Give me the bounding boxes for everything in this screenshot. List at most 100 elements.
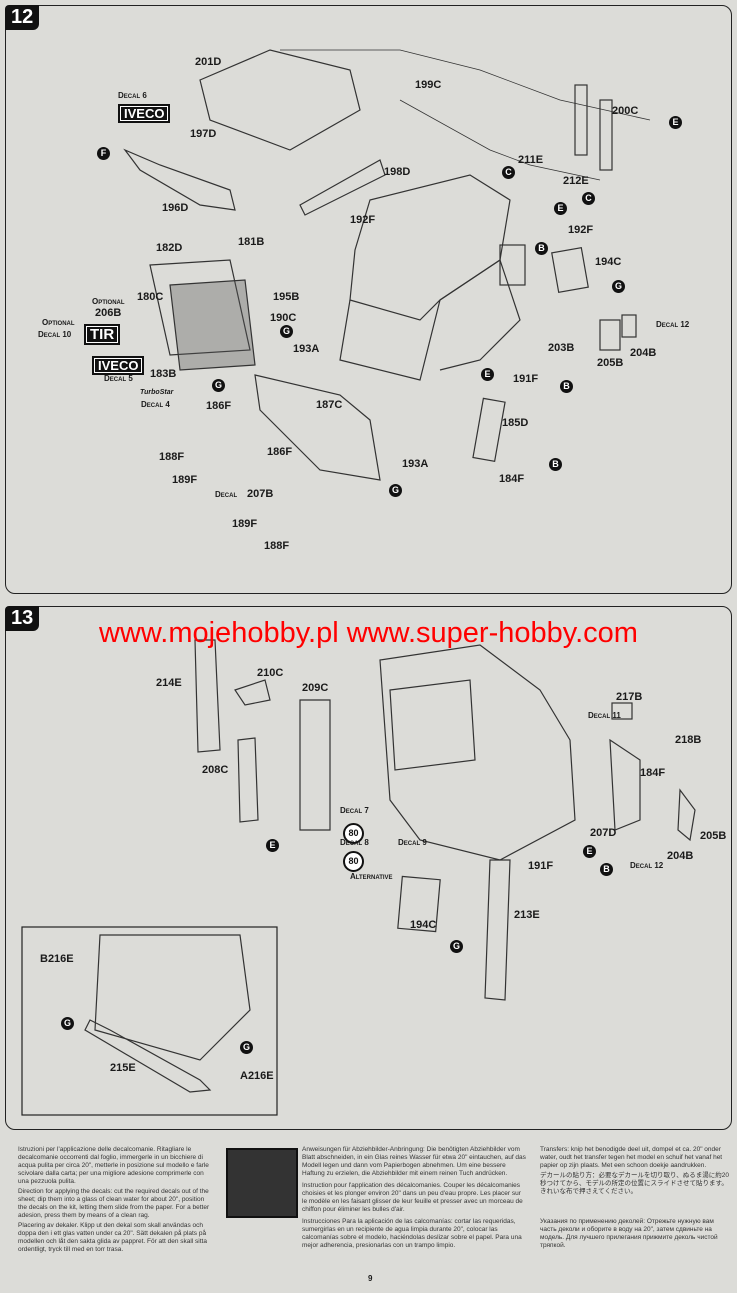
inset-cab-front-drawing xyxy=(94,934,251,1061)
part-label: 187C xyxy=(316,399,343,411)
marker-b: B xyxy=(560,380,573,393)
part-label: 193A xyxy=(402,458,429,470)
part-label: 196D xyxy=(162,202,189,214)
decal-label: Optional xyxy=(92,297,125,306)
part-label: 184F xyxy=(499,473,525,485)
decal-label: Decal 12 xyxy=(656,320,690,329)
part-label: 218B xyxy=(675,734,702,746)
part-label: 204B xyxy=(630,347,657,359)
decal-label: Decal 6 xyxy=(118,91,147,100)
part-label: B216E xyxy=(40,953,74,965)
part-label: 195B xyxy=(273,291,300,303)
instructions-russian: Указания по применению деколей: Отрежьте… xyxy=(540,1218,718,1249)
part-label: 191F xyxy=(513,373,539,385)
instructions-german: Anweisungen für Abziehbilder-Anbringung:… xyxy=(302,1146,526,1177)
part-label: 204B xyxy=(667,850,694,862)
instructions-english: Direction for applying the decals: cut t… xyxy=(18,1188,210,1219)
part-label: 189F xyxy=(172,474,198,486)
marker-g: G xyxy=(280,325,293,338)
part-label: 206B xyxy=(95,307,122,319)
decal-label: Decal 12 xyxy=(630,861,664,870)
decal-label: Decal 4 xyxy=(141,400,170,409)
grille-drawing xyxy=(149,259,251,356)
part-label: 184F xyxy=(640,767,666,779)
marker-e: E xyxy=(266,839,279,852)
part-label: 192F xyxy=(568,224,594,236)
part-label: 201D xyxy=(195,56,222,68)
marker-g: G xyxy=(450,940,463,953)
part-label: 213E xyxy=(514,909,540,921)
part-label: 180C xyxy=(137,291,164,303)
decal-label: Decal xyxy=(215,490,238,499)
part-label: 186F xyxy=(206,400,232,412)
part-label: 215E xyxy=(110,1062,136,1074)
marker-e: E xyxy=(554,202,567,215)
part-label: 192F xyxy=(350,214,376,226)
decal-label: Decal 7 xyxy=(340,806,369,815)
part-label: 211E xyxy=(518,154,544,166)
part-label: 193A xyxy=(293,343,320,355)
marker-b: B xyxy=(549,458,562,471)
side-panel-drawing xyxy=(194,639,221,753)
instructions-italian: Istruzioni per l'applicazione delle deca… xyxy=(18,1146,209,1185)
bumper-drawing xyxy=(254,374,381,481)
part-label: 207D xyxy=(590,827,617,839)
decal-label: Optional xyxy=(42,318,75,327)
part-label: 205B xyxy=(597,357,624,369)
marker-e: E xyxy=(481,368,494,381)
part-label: A216E xyxy=(240,1070,274,1082)
cab-drawing xyxy=(349,174,511,321)
step-12-number: 12 xyxy=(5,5,40,30)
marker-e: E xyxy=(583,845,596,858)
marker-f: F xyxy=(97,147,110,160)
marker-g: G xyxy=(61,1017,74,1030)
decal-label: Decal 11 xyxy=(588,711,621,720)
part-label: 217B xyxy=(616,691,643,703)
part-label: 191F xyxy=(528,860,554,872)
part-label: 188F xyxy=(264,540,290,552)
step-13-panel xyxy=(5,606,732,1130)
part-label: 185D xyxy=(502,417,529,429)
instructions-swedish: Placering av dekaler. Klipp ut den dekal… xyxy=(18,1222,207,1253)
decal-label: Decal 8 xyxy=(340,838,369,847)
sun-visor-drawing xyxy=(123,148,236,211)
speed-80-decal: 80 xyxy=(343,823,364,844)
instructions-spanish: Instrucciones Para la aplicación de las … xyxy=(302,1218,522,1249)
part-label: 194C xyxy=(595,256,622,268)
instructions-japanese: デカールの貼り方：必要なデカールを切り取り、ぬるま湯に約20秒つけてから、モデル… xyxy=(540,1172,729,1195)
step-13-number: 13 xyxy=(5,606,40,631)
part-label: 205B xyxy=(700,830,727,842)
decal-label: Decal 10 xyxy=(38,330,72,339)
iveco-decal-logo: IVECO xyxy=(118,104,171,123)
part-label: 182D xyxy=(156,242,183,254)
marker-c: C xyxy=(502,166,515,179)
inset-box xyxy=(21,926,278,1116)
part-label: 189F xyxy=(232,518,258,530)
marker-c: C xyxy=(582,192,595,205)
part-label: 214E xyxy=(156,677,182,689)
part-label: 198D xyxy=(384,166,411,178)
marker-g: G xyxy=(212,379,225,392)
decal-label: Alternative xyxy=(350,872,393,881)
part-label: 207B xyxy=(247,488,274,500)
watermark-text: www.mojehobby.pl www.super-hobby.com xyxy=(99,617,638,649)
tir-decal-logo: TIR xyxy=(84,324,121,345)
decal-label: Decal 5 xyxy=(104,374,133,383)
marker-g: G xyxy=(612,280,625,293)
part-label: 194C xyxy=(410,919,437,931)
instructions-french: Instruction pour l'application des décal… xyxy=(302,1182,523,1213)
decal-application-illustration xyxy=(226,1148,298,1218)
cab-rear-drawing xyxy=(379,644,576,861)
marker-b: B xyxy=(600,863,613,876)
part-label: 199C xyxy=(415,79,442,91)
side-trim-drawing xyxy=(299,159,386,216)
part-label: 186F xyxy=(267,446,293,458)
marker-e: E xyxy=(669,116,682,129)
part-label: 200C xyxy=(612,105,639,117)
marker-b: B xyxy=(535,242,548,255)
part-label: 209C xyxy=(302,682,329,694)
page-number: 9 xyxy=(368,1274,373,1283)
iveco-decal-logo: IVECO xyxy=(92,356,145,375)
